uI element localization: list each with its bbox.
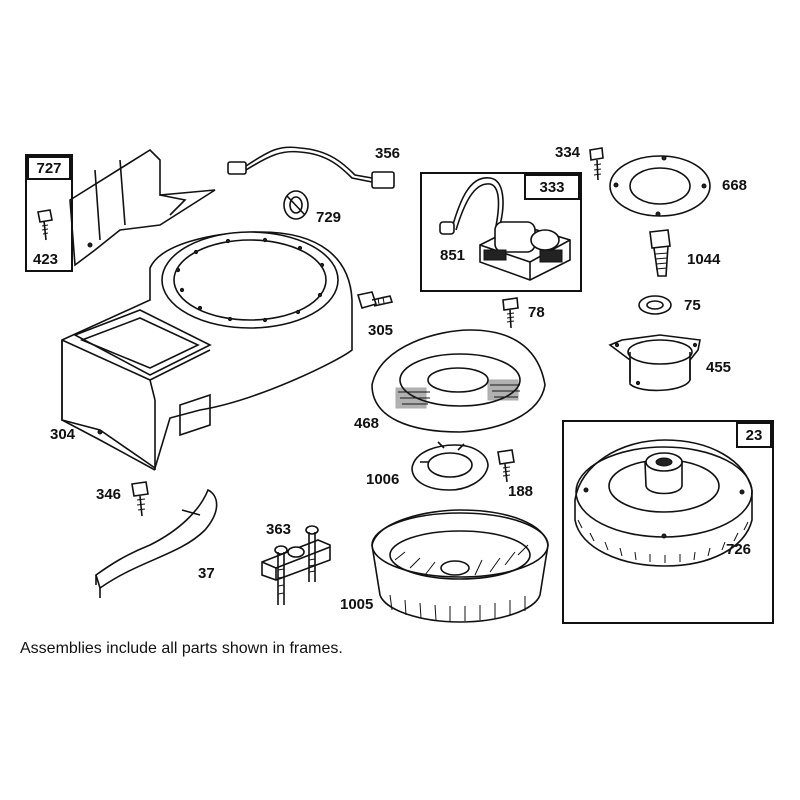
label-729: 729 (316, 209, 342, 226)
label-423: 423 (33, 251, 59, 268)
label-334: 334 (555, 144, 581, 161)
label-188: 188 (508, 483, 534, 500)
part-729-grommet (283, 190, 309, 220)
label-468: 468 (354, 415, 380, 432)
label-363: 363 (266, 521, 292, 538)
label-305: 305 (368, 322, 394, 339)
label-37: 37 (198, 565, 215, 582)
part-668-plate (609, 155, 711, 217)
part-468-rotating-screen (371, 329, 546, 433)
part-1044-stud (649, 229, 671, 277)
part-304-blower-housing (61, 231, 353, 471)
part-78-screw (502, 297, 519, 329)
frame-727-tag: 727 (27, 156, 71, 180)
frame-333-tag: 333 (524, 174, 580, 200)
part-726-flywheel (574, 439, 753, 567)
part-346-screw (131, 481, 149, 517)
label-78: 78 (528, 304, 545, 321)
part-1006-ratchet (411, 441, 489, 491)
label-75: 75 (684, 297, 701, 314)
label-726: 726 (726, 541, 752, 558)
frame-727 (25, 154, 73, 272)
part-305-screw (356, 291, 394, 309)
part-188-screw (497, 449, 515, 483)
part-356-spark-plug-wire (227, 146, 395, 189)
label-1006: 1006 (366, 471, 400, 488)
label-1005: 1005 (340, 596, 374, 613)
part-455-starter-cup (608, 334, 701, 392)
part-1005-fan (371, 509, 549, 623)
part-37-air-guide (95, 488, 218, 598)
part-333-armature-assembly (439, 177, 571, 281)
assemblies-note: Assemblies include all parts shown in fr… (20, 640, 343, 657)
label-455: 455 (706, 359, 732, 376)
label-356: 356 (375, 145, 401, 162)
frame-23 (562, 420, 774, 624)
part-727-baffle (69, 148, 216, 267)
label-304: 304 (50, 426, 76, 443)
frame-23-tag: 23 (736, 422, 772, 448)
part-334-screw (589, 147, 604, 181)
part-363-bracket (261, 525, 331, 605)
part-423-screw (37, 209, 53, 241)
part-75-washer (638, 295, 672, 315)
label-346: 346 (96, 486, 122, 503)
label-1044: 1044 (687, 251, 721, 268)
frame-333 (420, 172, 582, 292)
label-851: 851 (440, 247, 466, 264)
label-668: 668 (722, 177, 748, 194)
